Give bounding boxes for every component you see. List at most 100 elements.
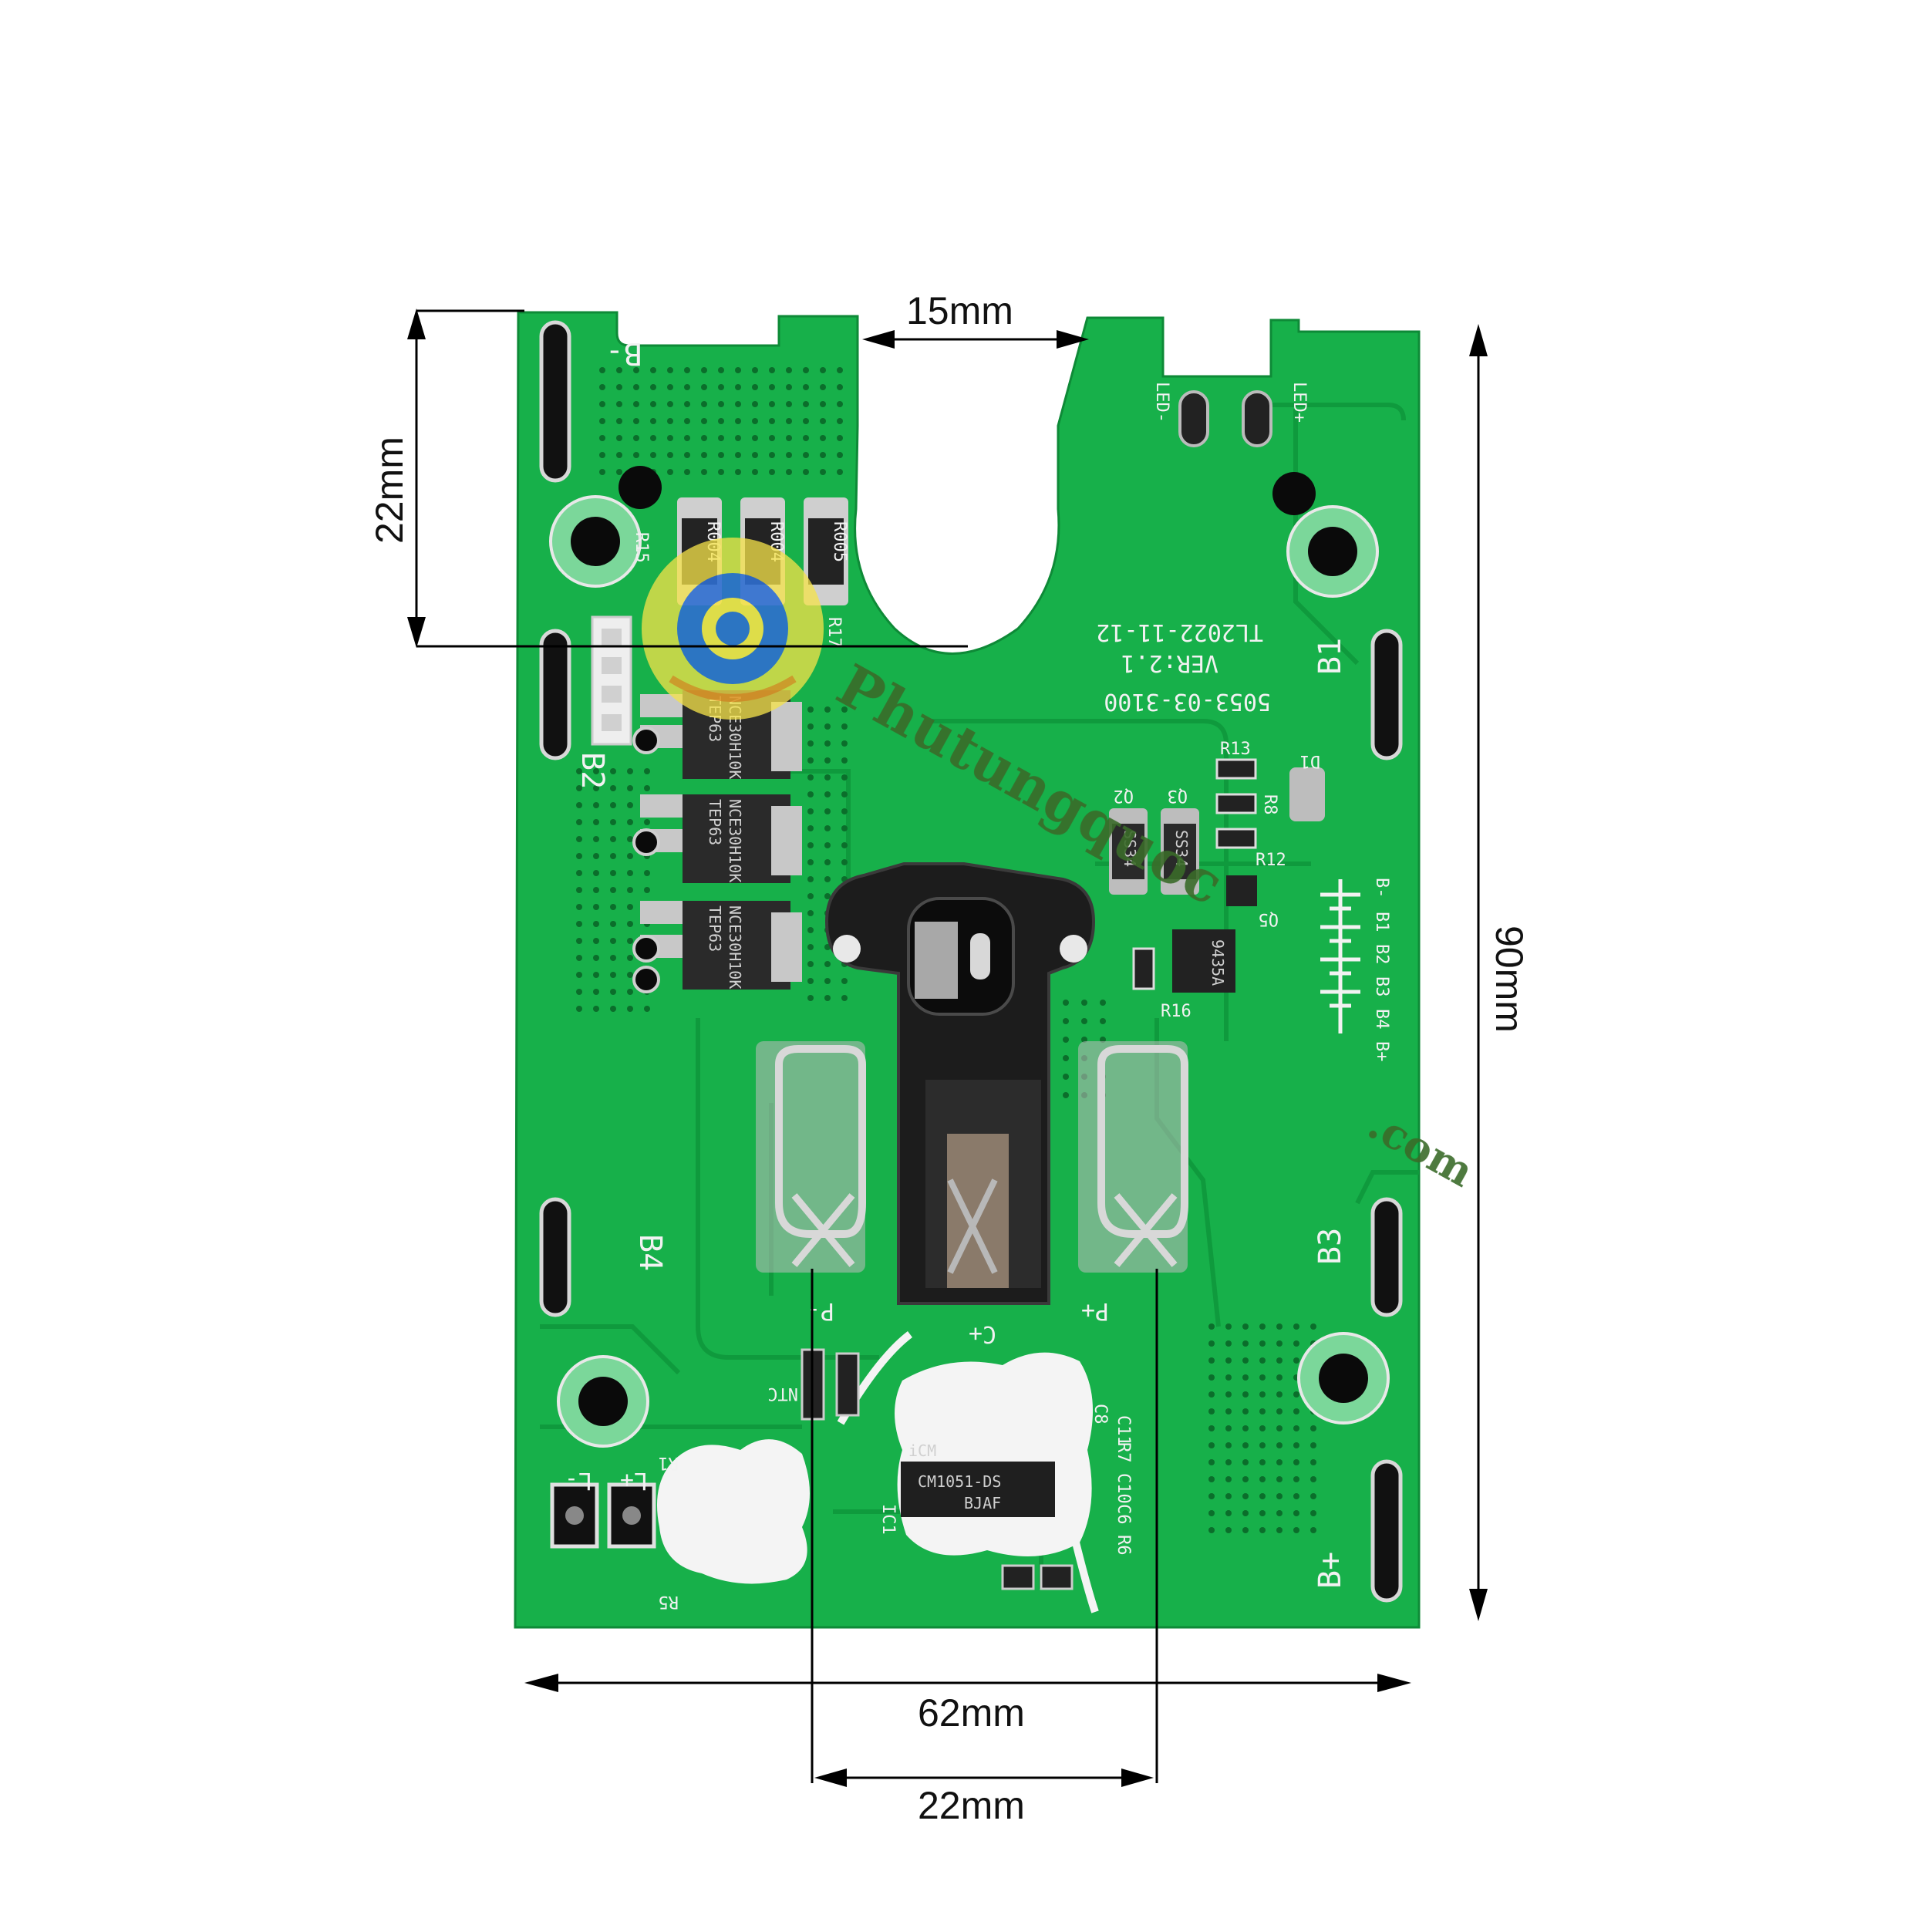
via-dot (650, 418, 656, 424)
via-dot (684, 418, 690, 424)
via-dot (807, 944, 814, 950)
via-dot (576, 870, 582, 876)
via-dot (735, 469, 741, 475)
slot-b-minus (539, 320, 571, 483)
via-dot (599, 367, 605, 373)
via-dot (593, 972, 599, 978)
silk-d1: D1 (1300, 751, 1321, 770)
mosfet-pads (632, 727, 660, 993)
via-dot (1293, 1476, 1299, 1482)
silk-cell-b2: B2 (1372, 944, 1391, 965)
via-dot (1208, 1510, 1215, 1516)
via-dot (701, 435, 707, 441)
via-dot (820, 452, 826, 458)
via-dot (1259, 1340, 1266, 1347)
via-dot (1276, 1425, 1283, 1431)
via-dot (824, 757, 831, 764)
via-dot (599, 469, 605, 475)
via-dot (650, 367, 656, 373)
via-dot (718, 384, 724, 390)
via-dot (1242, 1323, 1249, 1330)
via-dot (610, 955, 616, 961)
via-dot (633, 367, 639, 373)
via-dot (627, 819, 633, 825)
via-dot (627, 989, 633, 995)
via-dot (701, 418, 707, 424)
via-dot (837, 435, 843, 441)
via-dot (786, 384, 792, 390)
mosfet-2-marking: NCE30H10K (726, 799, 744, 882)
via-dot (650, 452, 656, 458)
diode-q2: SS34 (1109, 808, 1148, 895)
via-dot (616, 418, 622, 424)
terminal-p-minus (756, 1041, 866, 1273)
via-dot (786, 367, 792, 373)
silk-b-minus: B- (605, 335, 642, 371)
silk-r13: R13 (1220, 740, 1251, 759)
via-dot (841, 740, 848, 747)
silk-cell-b1: B1 (1372, 912, 1391, 932)
via-dot (841, 995, 848, 1001)
label-top-gap: 15mm (906, 289, 1013, 332)
via-dot (644, 887, 650, 893)
silk-b-plus: B+ (1313, 1552, 1348, 1589)
diode-2-marking: SS34 (1172, 830, 1191, 867)
via-dot (576, 989, 582, 995)
via-dot (735, 452, 741, 458)
via-dot (769, 384, 775, 390)
transistor-q5 (1226, 875, 1257, 906)
smd-parts-right: SS34 SS34 9435A (1109, 758, 1360, 1033)
via-dot (718, 367, 724, 373)
via-dot (841, 757, 848, 764)
slot-b3 (1370, 1197, 1403, 1317)
via-dot (1225, 1493, 1232, 1499)
via-dot (701, 469, 707, 475)
via-dot (610, 819, 616, 825)
via-dot (1208, 1374, 1215, 1381)
silk-q5: Q5 (1259, 909, 1279, 929)
terminal-p-plus (1078, 1041, 1188, 1273)
slot-b1 (1370, 629, 1403, 760)
silk-date: TL2022-11-12 (1096, 619, 1263, 646)
via-dot (1225, 1510, 1232, 1516)
via-dot (610, 989, 616, 995)
via-dot (644, 768, 650, 774)
via-dot (593, 955, 599, 961)
via-dot (769, 435, 775, 441)
via-dot (1293, 1510, 1299, 1516)
via-dot (701, 367, 707, 373)
silk-l-minus: L- (565, 1467, 592, 1494)
balance-header (591, 615, 632, 746)
via-dot (824, 825, 831, 831)
via-dot (1208, 1391, 1215, 1398)
via-dot (752, 452, 758, 458)
via-dot (1081, 1018, 1087, 1024)
via-dot (576, 768, 582, 774)
via-dot (1276, 1357, 1283, 1364)
via-dot (824, 893, 831, 899)
silk-r1: R1 (659, 1453, 679, 1472)
via-dot (599, 401, 605, 407)
via-dot (786, 469, 792, 475)
battery-cell-symbol (1320, 879, 1360, 1033)
protection-ic: iCM CM1051-DS BJAF (901, 1441, 1055, 1517)
via-dot (1293, 1323, 1299, 1330)
via-dot (1259, 1442, 1266, 1448)
glue-blob-left (656, 1439, 810, 1584)
via-dot (1276, 1391, 1283, 1398)
via-dot (593, 938, 599, 944)
via-dot (824, 791, 831, 797)
via-dot (684, 367, 690, 373)
via-dot (841, 808, 848, 814)
via-dot (820, 469, 826, 475)
via-dot (610, 802, 616, 808)
via-dot (627, 802, 633, 808)
via-dot (1208, 1442, 1215, 1448)
via-dot (576, 1006, 582, 1012)
via-dot (841, 978, 848, 984)
via-dot (576, 904, 582, 910)
via-dot (1208, 1527, 1215, 1533)
via-dot (627, 836, 633, 842)
via-dot (1276, 1527, 1283, 1533)
label-overall-width: 62mm (918, 1691, 1025, 1735)
